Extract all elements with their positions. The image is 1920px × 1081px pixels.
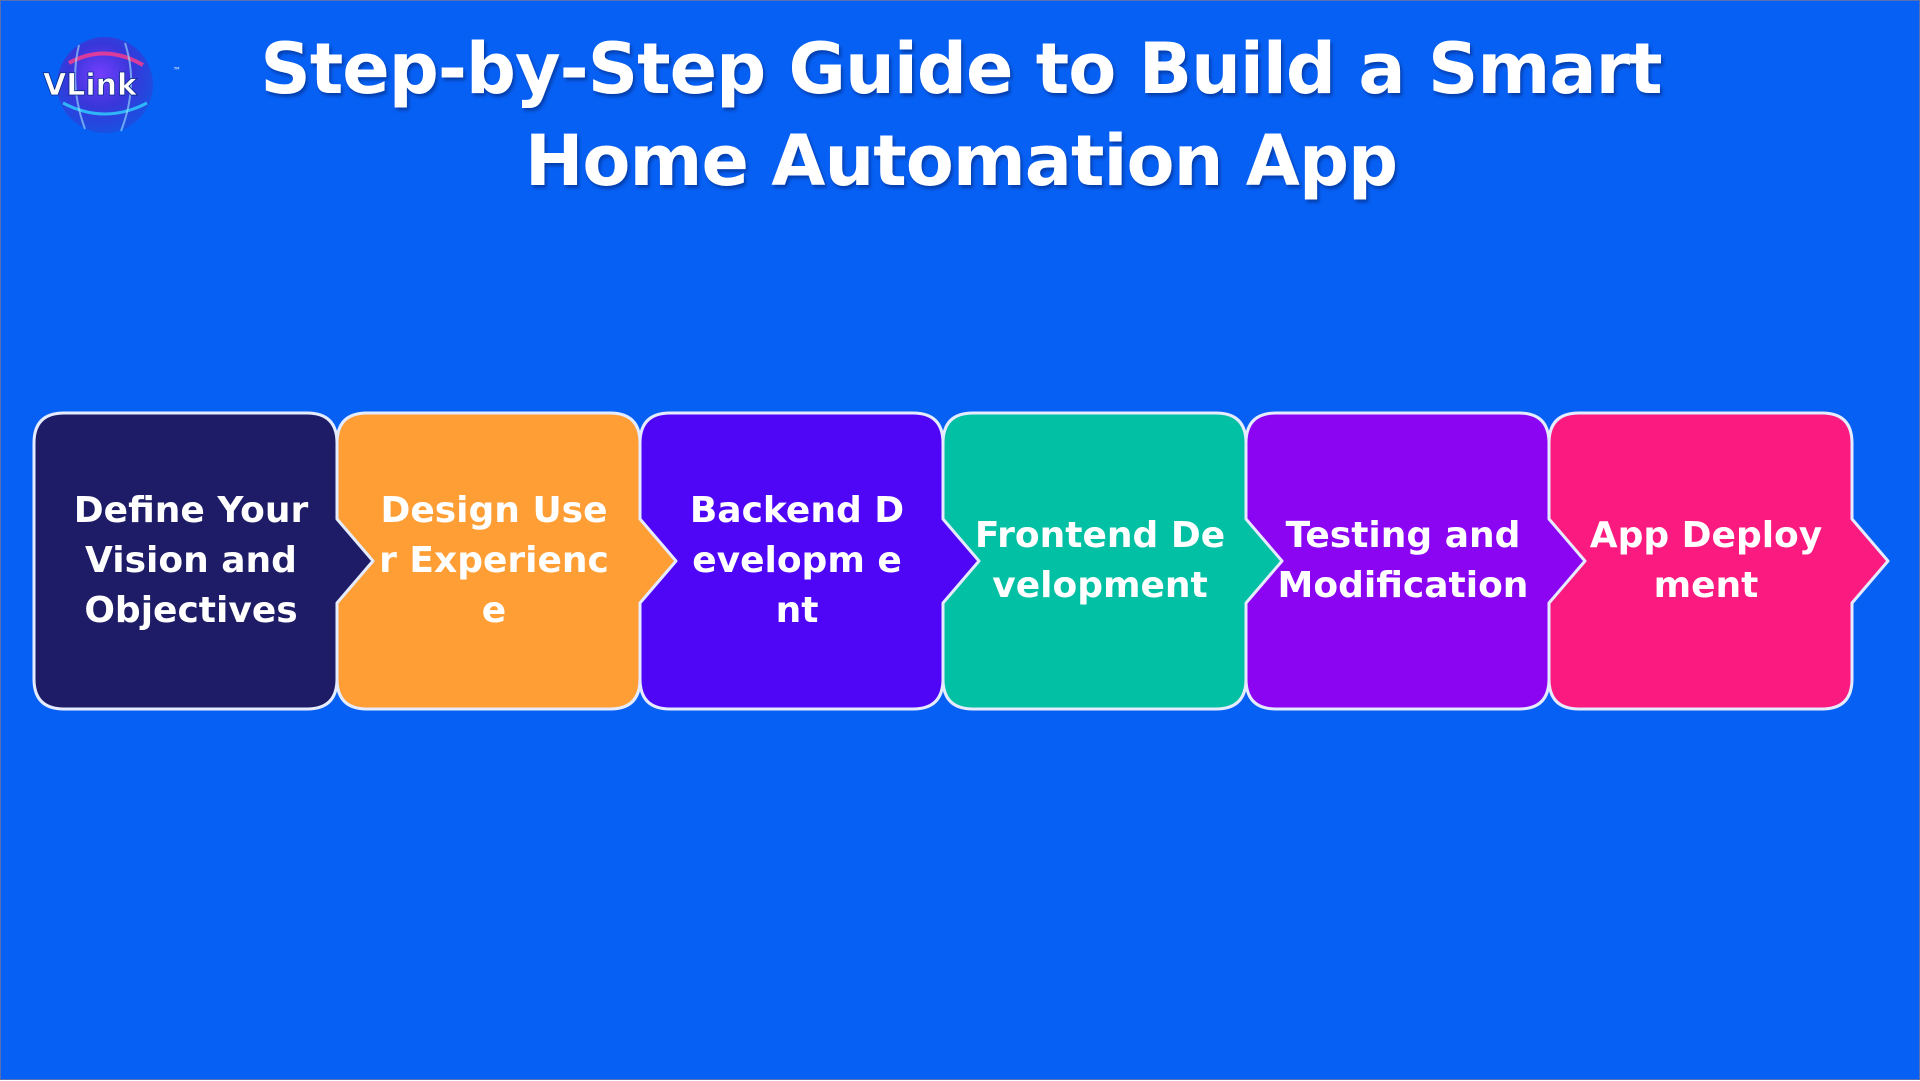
step-shape <box>32 411 375 711</box>
step-label: App Deployment <box>1589 515 1823 606</box>
step-3: Backend Developm ent <box>638 411 981 711</box>
logo-trademark: ™ <box>173 66 181 75</box>
step-2: Design User Experience <box>335 411 678 711</box>
title-line-1: Step-by-Step Guide to Build a Smart <box>260 28 1662 110</box>
step-5: Testing and Modification <box>1244 411 1587 711</box>
vlink-logo: VLink ™ <box>39 33 189 143</box>
step-chevron-shape <box>32 411 375 711</box>
step-4: Frontend Development <box>941 411 1284 711</box>
step-label: Testing and Modification <box>1277 515 1529 606</box>
step-label: Backend Developm ent <box>689 490 905 631</box>
logo-wordmark: VLink <box>43 68 138 103</box>
globe-icon: VLink ™ <box>43 37 181 133</box>
step-label: Design User Experience <box>379 490 609 631</box>
step-label: Define Your Vision and Objectives <box>73 490 309 631</box>
step-label: Frontend Development <box>974 515 1226 606</box>
page-title: Step-by-Step Guide to Build a Smart Home… <box>211 23 1711 207</box>
step-1: Define Your Vision and Objectives <box>32 411 375 711</box>
title-line-2: Home Automation App <box>524 120 1398 202</box>
step-6: App Deployment <box>1547 411 1890 711</box>
